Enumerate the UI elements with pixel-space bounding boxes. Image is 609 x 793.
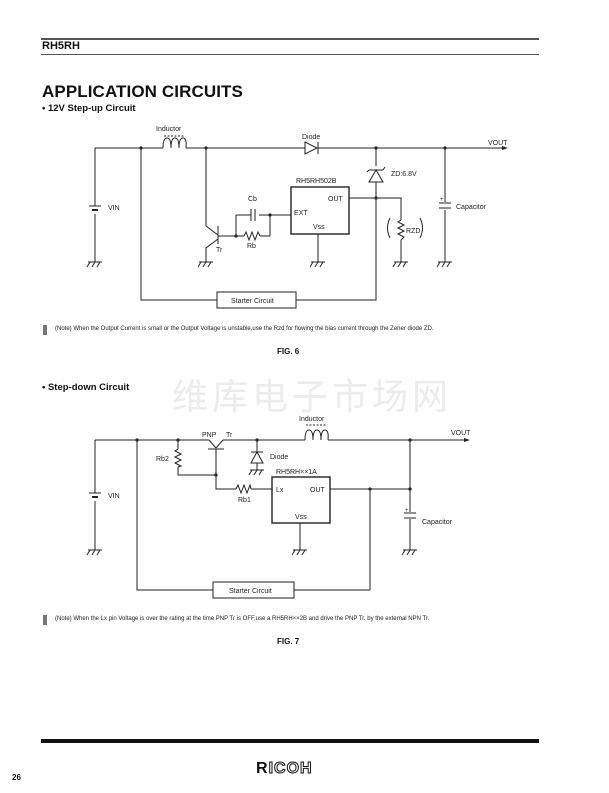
fig6-note: (Note) When the Output Current is small … — [55, 326, 434, 332]
fig6-note-bar — [43, 325, 47, 335]
fig7-inductor-label: Inductor — [299, 416, 325, 423]
fig6-caption: FIG. 6 — [277, 347, 300, 356]
logo-first: R — [256, 760, 269, 777]
fig7-vout-label: VOUT — [451, 430, 471, 437]
fig7-tr-label: Tr — [226, 432, 233, 439]
fig7-circuit: Inductor PNP Tr VOUT Rb2 Diode RH5RH××1A… — [86, 416, 471, 599]
fig7-subtitle: • Step-down Circuit — [42, 382, 130, 393]
fig6-capacitor-label: Capacitor — [456, 204, 487, 211]
fig6-pin-vss: Vss — [313, 224, 325, 231]
fig7-diode-label: Diode — [270, 454, 288, 461]
fig6-zener-label: ZD:6.8V — [391, 171, 417, 178]
fig7-rb2-label: Rb2 — [156, 456, 169, 463]
svg-text:+: + — [440, 197, 444, 203]
fig7-note-bar — [43, 615, 47, 625]
fig6-ic-name: RH5RH502B — [296, 178, 337, 185]
svg-text:+: + — [405, 508, 409, 514]
fig6-rzd-label: RZD — [406, 228, 420, 235]
fig7-pin-lx: Lx — [276, 487, 284, 494]
fig7-vin-label: VIN — [108, 493, 120, 500]
fig6-subtitle: • 12V Step-up Circuit — [42, 103, 136, 114]
fig6-circuit: Inductor Diode VOUT ZD:6.8V RH5RH502B OU… — [86, 126, 508, 309]
watermark: 维库电子市场网 — [172, 377, 453, 418]
part-number: RH5RH — [42, 40, 80, 52]
fig7-capacitor-label: Capacitor — [422, 519, 453, 526]
section-title: APPLICATION CIRCUITS — [42, 82, 243, 101]
fig6-starter-circuit: Starter Circuit — [231, 298, 274, 305]
ricoh-logo: RICOH — [256, 760, 313, 778]
fig6-inductor-label: Inductor — [156, 126, 182, 133]
logo-rest: ICOH — [268, 760, 313, 778]
fig6-cb-label: Cb — [248, 196, 257, 203]
fig7-pin-vss: Vss — [295, 514, 307, 521]
fig7-rb1-label: Rb1 — [238, 497, 251, 504]
fig6-pin-out: OUT — [328, 196, 344, 203]
fig6-vout-label: VOUT — [488, 140, 508, 147]
fig7-starter-circuit: Starter Circuit — [229, 588, 272, 595]
header-rule-top — [41, 38, 539, 40]
fig7-ic-name: RH5RH××1A — [276, 469, 317, 476]
fig7-pin-out: OUT — [310, 487, 326, 494]
page-number: 26 — [12, 773, 21, 782]
fig7-caption: FIG. 7 — [277, 637, 300, 646]
fig6-diode-label: Diode — [302, 134, 320, 141]
fig7-note: (Note) When the Lx pin Voltage is over t… — [55, 616, 430, 622]
fig6-pin-ext: EXT — [294, 210, 308, 217]
fig7-pnp-label: PNP — [202, 432, 217, 439]
header-rule-bottom — [41, 54, 539, 55]
fig6-tr-label: Tr — [216, 247, 223, 254]
fig6-vin-label: VIN — [108, 205, 120, 212]
fig6-rb-label: Rb — [247, 243, 256, 250]
footer-rule — [41, 739, 539, 743]
